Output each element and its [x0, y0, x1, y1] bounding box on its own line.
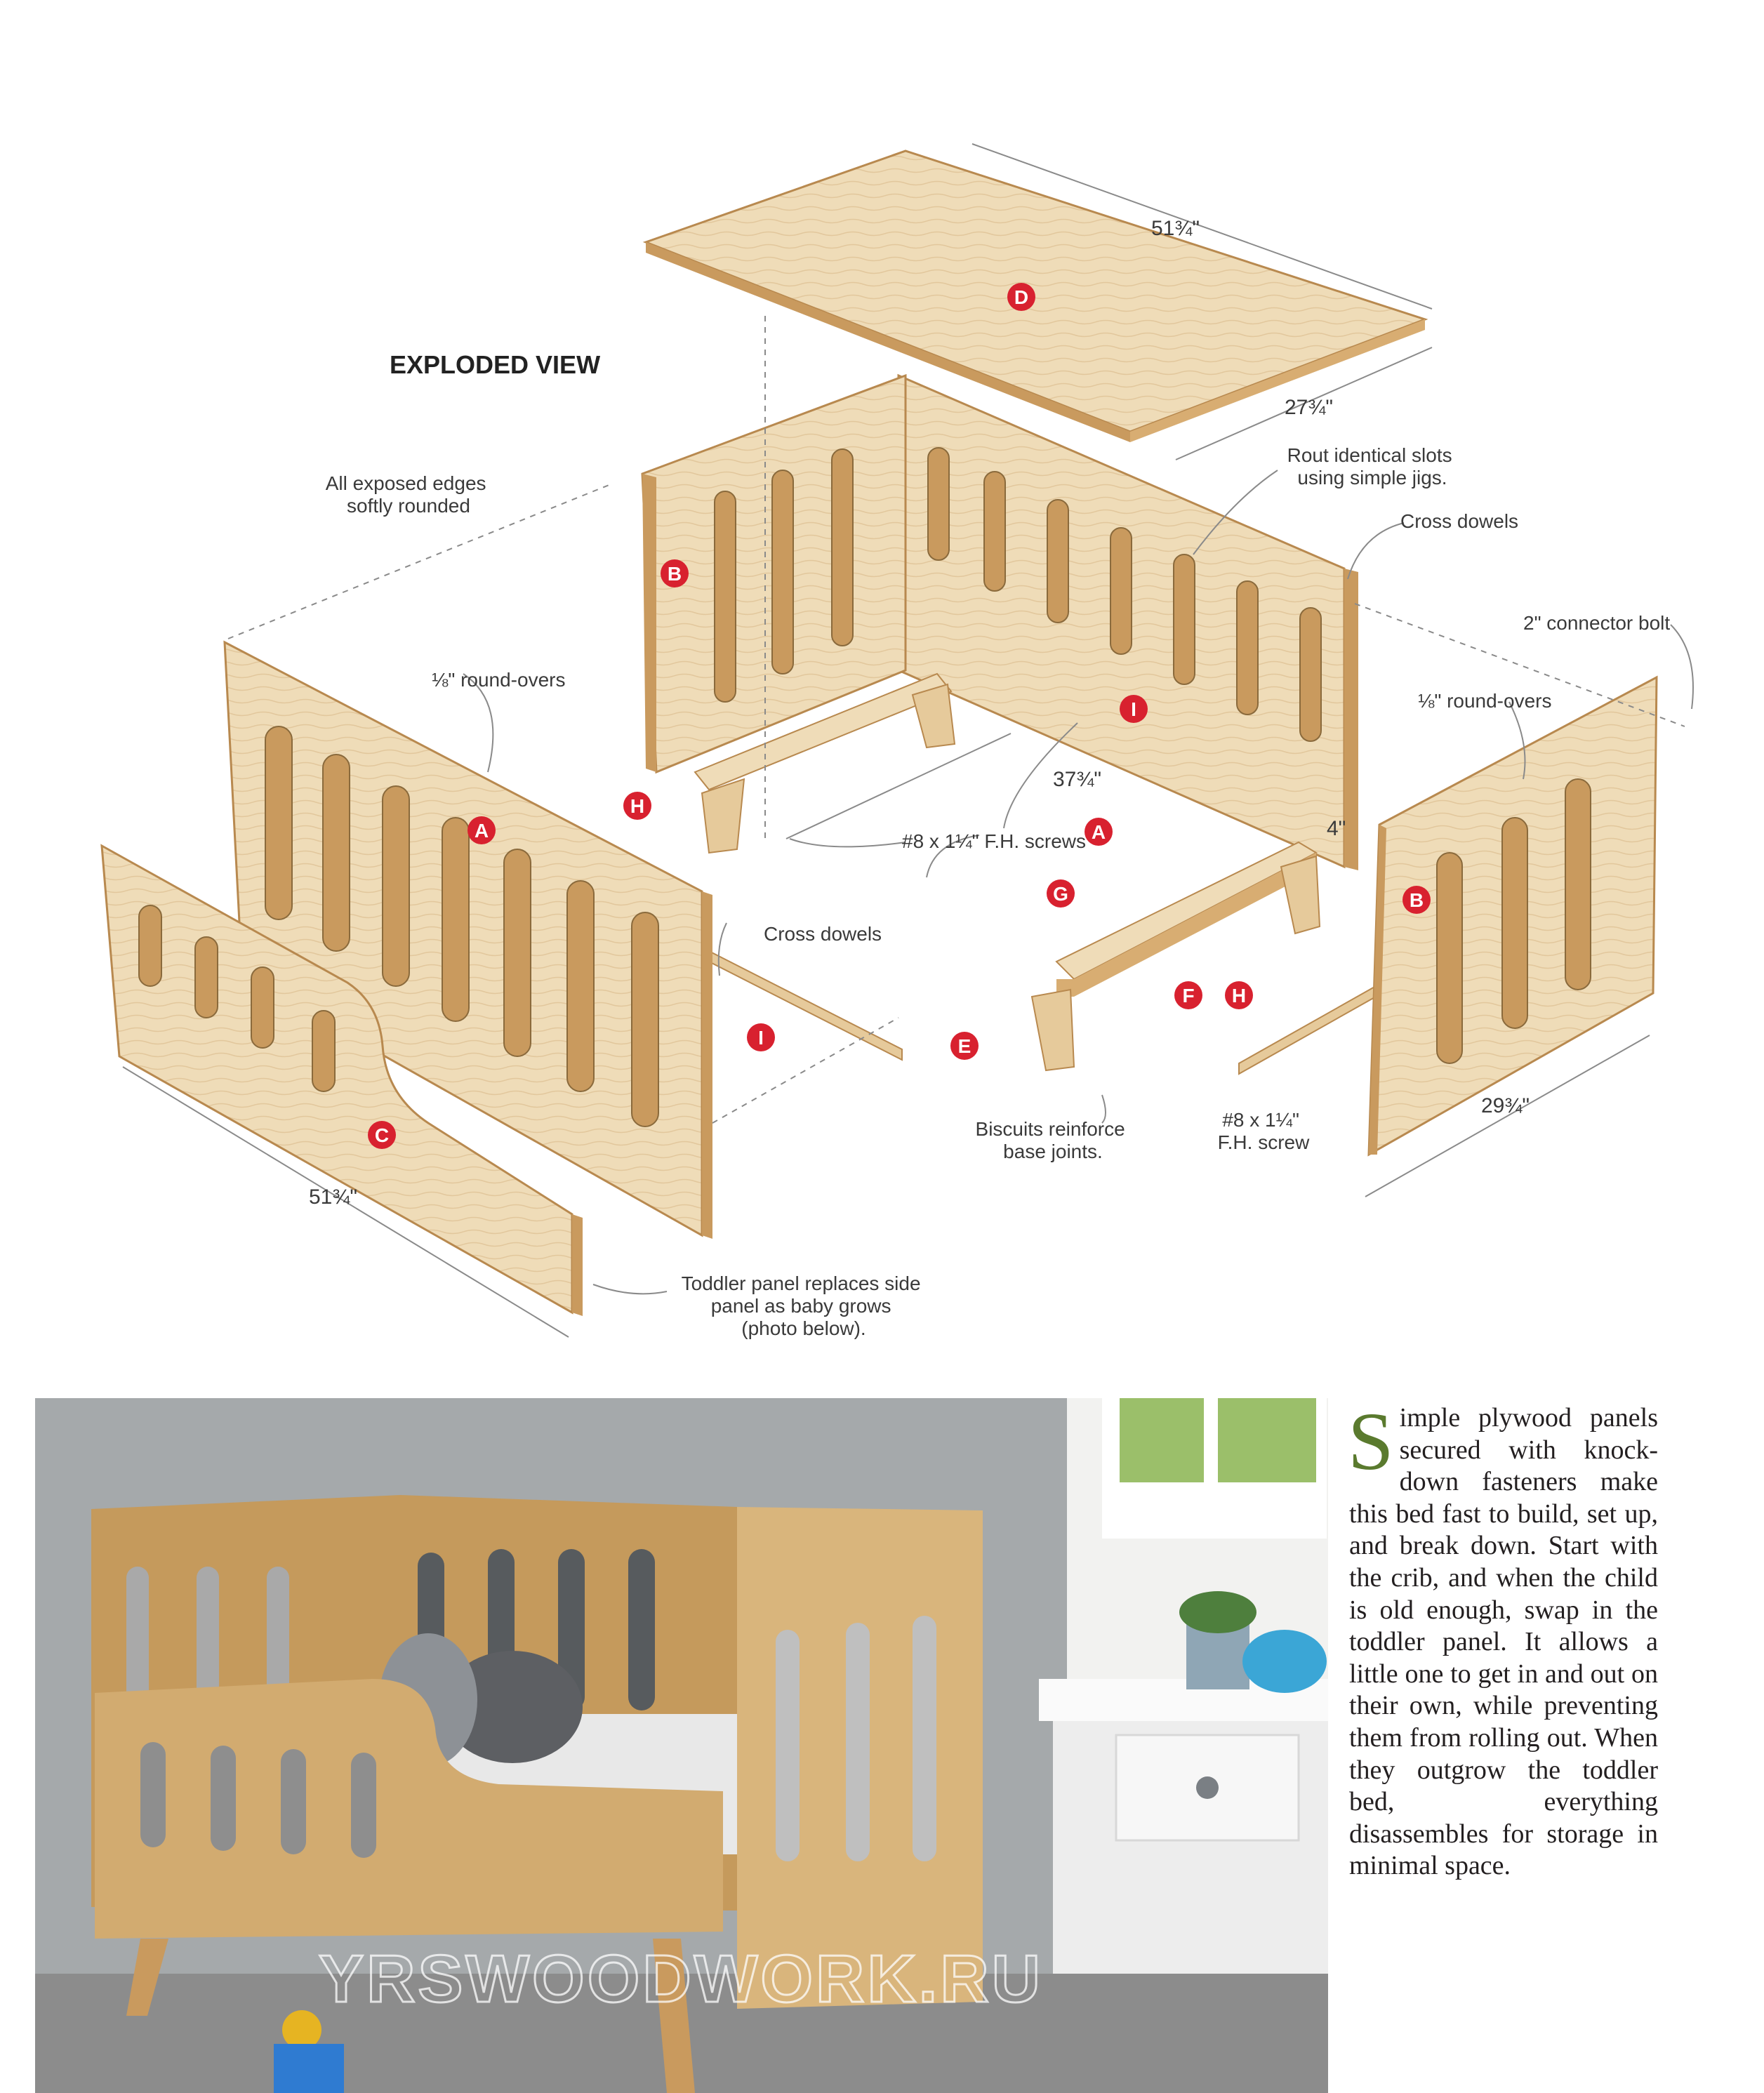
svg-text:E: E [958, 1035, 971, 1057]
part-marker-a: A [1085, 818, 1113, 846]
dim-base-length: 37¾" [1053, 768, 1101, 791]
svg-text:A: A [475, 820, 489, 842]
svg-text:A: A [1092, 821, 1106, 843]
part-marker-a: A [467, 816, 496, 844]
dim-leg-height: 4" [1327, 817, 1346, 840]
callout-biscuits: Biscuits reinforce base joints. [976, 1118, 1131, 1162]
svg-text:I: I [1131, 698, 1136, 720]
callout-roundovers-left: ⅛" round-overs [432, 669, 565, 691]
callout-toddler-panel: Toddler panel replaces side panel as bab… [682, 1273, 927, 1339]
part-marker-b: B [1402, 886, 1431, 914]
rail-h-right [1238, 985, 1377, 1075]
part-marker-c: C [368, 1121, 396, 1149]
panel-b-right [1367, 675, 1658, 1157]
part-marker-f: F [1174, 981, 1202, 1009]
article-body: imple plywood panels secured with knock­… [1349, 1403, 1658, 1881]
dim-end-width: 29¾" [1481, 1094, 1530, 1117]
photo-watermark: YRSWOODWORK.RU [319, 1941, 1043, 2016]
crib-photo: YRSWOODWORK.RU [35, 1398, 1328, 2093]
svg-text:B: B [668, 563, 682, 585]
panel-c-toddler [100, 844, 583, 1316]
part-marker-h: H [623, 792, 651, 820]
svg-text:C: C [375, 1124, 389, 1146]
svg-text:G: G [1053, 883, 1068, 905]
panel-b-left [641, 373, 907, 774]
svg-text:B: B [1410, 889, 1424, 911]
panel-d-top [642, 150, 1428, 442]
drop-cap: S [1348, 1395, 1394, 1487]
callout-roundovers-right: ⅛" round-overs [1418, 690, 1551, 712]
svg-text:I: I [758, 1027, 764, 1049]
part-marker-i: I [747, 1023, 775, 1051]
diagram-title: EXPLODED VIEW [390, 350, 600, 379]
callout-cross-dowels-top: Cross dowels [1400, 510, 1518, 532]
part-markers: A A B B C D E F G H H I I [368, 283, 1431, 1149]
panel-a-front [223, 640, 712, 1239]
svg-text:F: F [1182, 985, 1194, 1006]
part-marker-h: H [1225, 981, 1253, 1009]
part-marker-d: D [1007, 283, 1035, 311]
dim-toddler-length: 51¾" [309, 1185, 357, 1209]
part-marker-g: G [1047, 879, 1075, 908]
callout-screws: #8 x 1¼" F.H. screws [902, 830, 1086, 852]
part-marker-e: E [950, 1032, 979, 1060]
svg-text:H: H [1232, 985, 1246, 1006]
panel-a-back [897, 373, 1358, 870]
part-marker-i: I [1120, 695, 1148, 723]
dim-top-length: 51¾" [1151, 217, 1200, 240]
callout-connector-bolt: 2" connector bolt [1523, 612, 1670, 634]
svg-text:D: D [1014, 286, 1028, 308]
callout-exposed-edges: All exposed edges softly rounded [326, 472, 492, 517]
exploded-view-diagram: EXPLODED VIEW [100, 143, 1694, 1339]
part-marker-b: B [661, 559, 689, 587]
base-frame [694, 672, 1321, 1072]
rail-i-front [701, 946, 903, 1061]
leader-lines [122, 143, 1694, 1338]
svg-text:H: H [630, 795, 644, 817]
callout-screw-single: #8 x 1¼" F.H. screw [1218, 1109, 1310, 1153]
dim-top-width: 27¾" [1285, 396, 1333, 419]
callout-cross-dowels-lower: Cross dowels [764, 923, 882, 945]
callout-rout-slots: Rout identical slots using simple jigs. [1287, 444, 1458, 489]
